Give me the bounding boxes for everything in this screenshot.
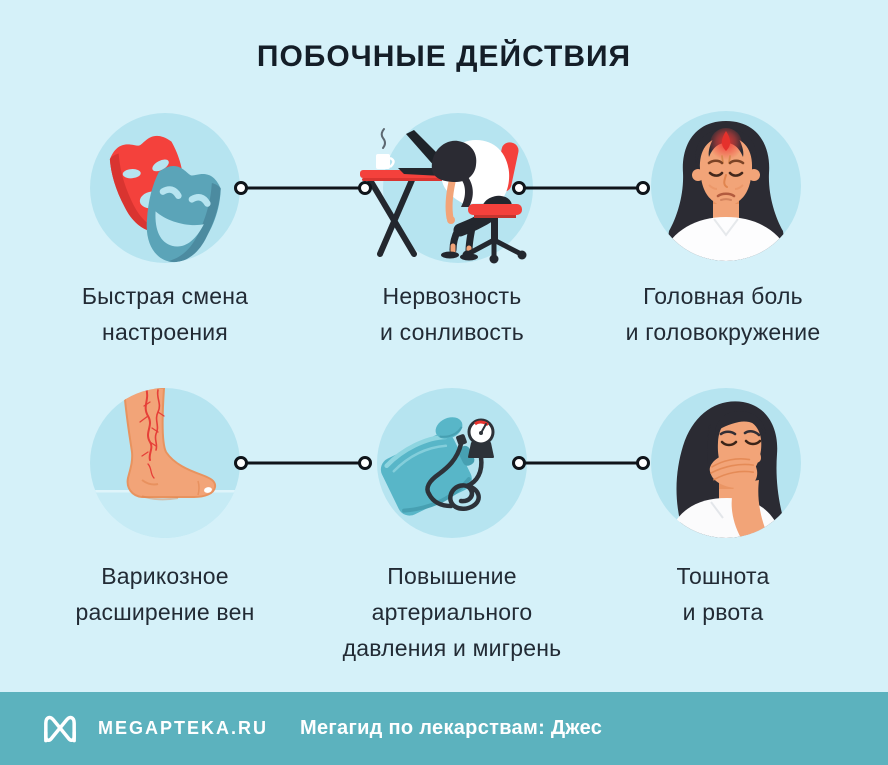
headache-woman-icon — [659, 121, 793, 261]
blood-pressure-monitor-icon — [380, 417, 495, 516]
item-label-mood-swings: Быстрая смена настроения — [81, 283, 249, 345]
item-circle-nervousness — [350, 112, 560, 264]
connector — [234, 181, 372, 195]
item-circle-blood-pressure — [377, 388, 527, 538]
connector — [512, 456, 650, 470]
footer-bar: MEGAPTEKA.RU Мегагид по лекарствам: Джес — [0, 692, 888, 765]
item-label-headache: Головная боль и головокружение — [625, 283, 821, 345]
item-label-varicose: Варикозное расширение вен — [75, 563, 255, 625]
item-label-nausea: Тошнота и рвота — [676, 563, 770, 625]
connector-dot — [234, 181, 248, 195]
megapteka-m-logo-icon — [44, 715, 76, 742]
item-label-blood-pressure: Повышение артериального давления и мигре… — [342, 563, 562, 661]
connector-dot — [358, 456, 372, 470]
footer-caption: Мегагид по лекарствам: Джес — [300, 717, 603, 739]
page-title: ПОБОЧНЫЕ ДЕЙСТВИЯ — [256, 40, 632, 73]
item-circle-varicose — [90, 388, 240, 538]
connector — [512, 181, 650, 195]
item-circle-mood-swings — [90, 113, 240, 263]
nausea-woman-icon — [667, 401, 789, 538]
theater-masks-icon — [109, 135, 221, 263]
item-circle-headache — [651, 111, 801, 261]
item-label-nervousness: Нервозность и сонливость — [380, 283, 524, 345]
sleeping-at-desk-icon — [360, 113, 533, 264]
connector-dot — [636, 181, 650, 195]
connector-dot — [234, 456, 248, 470]
footer-brand: MEGAPTEKA.RU — [98, 718, 269, 738]
connector-dot — [512, 181, 526, 195]
varicose-foot-icon — [90, 388, 240, 538]
item-circle-nausea — [651, 388, 801, 538]
connector — [234, 456, 372, 470]
connector-dot — [512, 456, 526, 470]
connector-dot — [358, 181, 372, 195]
connector-dot — [636, 456, 650, 470]
